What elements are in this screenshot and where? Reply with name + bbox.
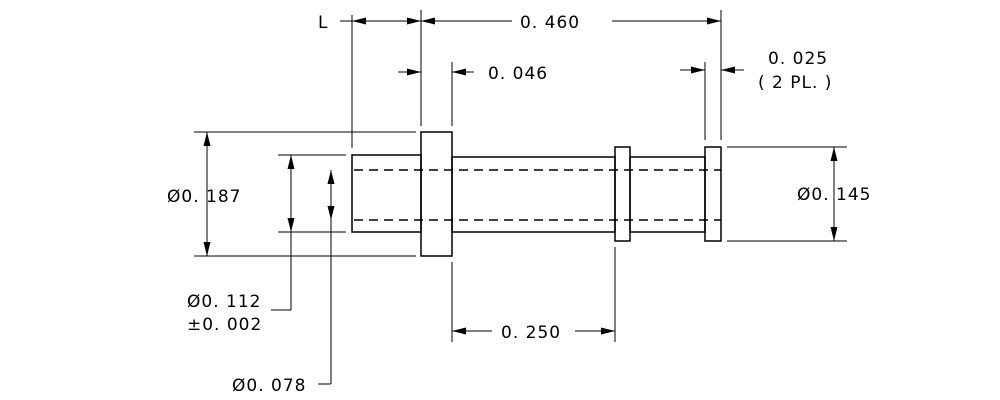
part-outline: [351, 131, 722, 257]
middle-flange: [614, 146, 631, 242]
dimension-flange-spacing: 0. 250: [451, 247, 616, 343]
dimension-body-diameter: Ø0. 112 ±0. 002: [187, 154, 346, 335]
dimension-collar-width: 0. 046: [398, 62, 548, 126]
collar-diameter-label: Ø0. 187: [167, 187, 241, 207]
flange-width-label: 0. 025: [768, 49, 828, 69]
flange-diameter-label: Ø0. 145: [797, 185, 871, 205]
dimension-flange-width: 0. 025 ( 2 PL. ): [680, 49, 832, 140]
body-tolerance-label: ±0. 002: [187, 315, 262, 335]
collar-width-label: 0. 046: [488, 64, 548, 84]
dimension-bore-diameter: Ø0. 078: [232, 170, 335, 396]
flange-count-label: ( 2 PL. ): [758, 73, 832, 93]
flange-spacing-label: 0. 250: [501, 323, 561, 343]
overall-length-label: 0. 460: [520, 13, 580, 33]
bore-diameter-label: Ø0. 078: [232, 376, 306, 396]
right-flange: [704, 146, 722, 242]
dimension-overall-length: 0. 460: [421, 10, 722, 140]
collar: [420, 131, 453, 257]
dimension-length: L: [318, 10, 422, 148]
length-label: L: [318, 13, 328, 33]
dimension-collar-diameter: Ø0. 187: [167, 131, 416, 257]
dimension-flange-diameter: Ø0. 145: [727, 146, 871, 242]
body-diameter-label: Ø0. 112: [187, 292, 261, 312]
